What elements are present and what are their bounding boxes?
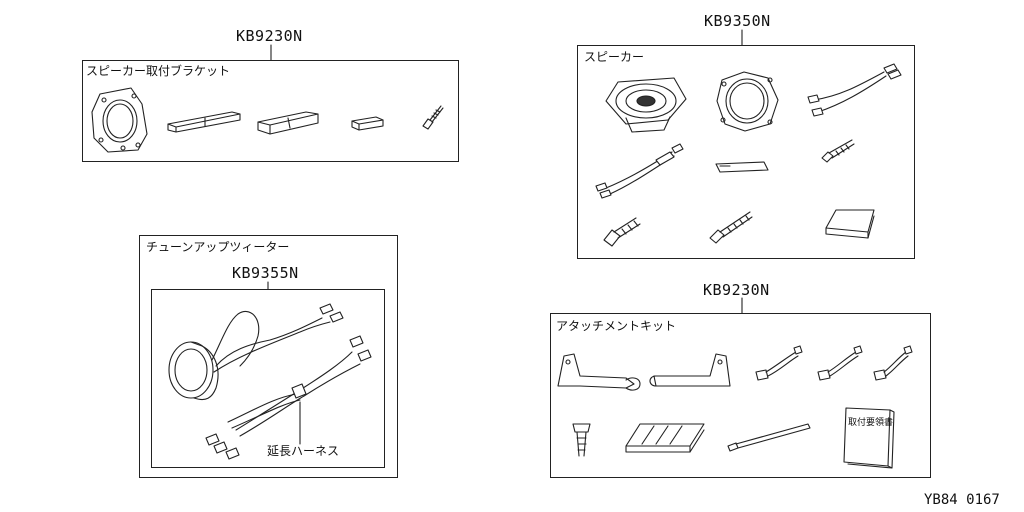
attachment-foam-pad-icon xyxy=(625,423,705,453)
panel-label-bracket-kit: スピーカー取付ブラケット xyxy=(86,64,231,78)
part-number-tweeter-kit: KB9355N xyxy=(232,264,299,282)
panel-speaker-kit xyxy=(577,45,915,259)
leader-lines xyxy=(267,29,743,314)
wire-connector-1-icon xyxy=(755,345,803,381)
large-screw-icon xyxy=(603,217,641,247)
reference-code: YB84 0167 xyxy=(924,492,1000,508)
speaker-adapter-harness-icon xyxy=(595,143,684,199)
instruction-sheet-label: 取付要領書 xyxy=(848,418,894,428)
bracket-rail-icon xyxy=(257,111,319,135)
speaker-harness-icon xyxy=(807,63,902,117)
attachment-screw-icon xyxy=(572,423,591,457)
cable-tie-icon xyxy=(727,423,811,452)
long-screw-icon xyxy=(709,211,753,244)
part-number-bracket-kit: KB9230N xyxy=(236,27,303,45)
coaxial-speaker-icon xyxy=(605,77,687,133)
panel-label-speaker-kit: スピーカー xyxy=(584,50,645,64)
panel-tweeter-kit xyxy=(139,235,398,478)
wire-connector-3-icon xyxy=(873,345,913,381)
attachment-bracket-right-icon xyxy=(649,353,731,387)
panel-bracket-kit xyxy=(82,60,459,162)
tapping-screw-icon xyxy=(821,139,855,163)
panel-label-attachment-kit: アタッチメントキット xyxy=(556,319,677,333)
wire-connector-2-icon xyxy=(817,345,863,381)
panel-label-tweeter-kit: チューンアップツィーター xyxy=(146,240,290,254)
instruction-sheet-icon xyxy=(843,407,895,469)
bracket-plate-icon xyxy=(167,111,241,133)
tweeter-lead-wire-icon xyxy=(211,303,344,373)
screw-icon xyxy=(422,105,444,130)
extension-harness-icon xyxy=(205,335,372,460)
connector-block-icon xyxy=(351,116,384,131)
label-strip-icon xyxy=(715,161,769,173)
harness-label: 延長ハーネス xyxy=(267,444,340,458)
attachment-bracket-left-icon xyxy=(557,353,641,391)
part-number-attachment-kit: KB9230N xyxy=(703,281,770,299)
foam-pad-icon xyxy=(825,209,875,239)
tweeter-icon xyxy=(168,341,219,401)
panel-attachment-kit xyxy=(550,313,931,478)
speaker-bracket-ring-icon xyxy=(91,87,148,153)
part-number-speaker-kit: KB9350N xyxy=(704,12,771,30)
speaker-ring-icon xyxy=(716,71,779,132)
